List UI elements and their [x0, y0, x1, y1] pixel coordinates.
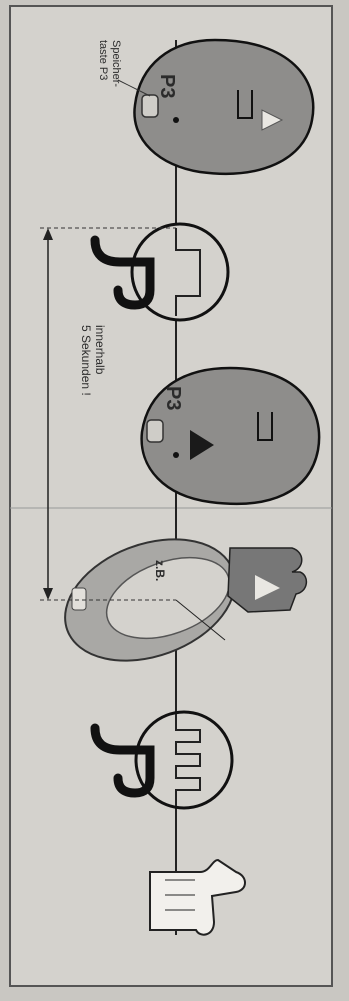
remote-key-p3-icon [134, 40, 313, 174]
button-p3-label-second: P3 [161, 386, 184, 410]
time-window-label: innerhalb 5 Sekunden ! [78, 325, 106, 396]
example-label: z.B. [152, 560, 166, 581]
button-p3-label-first: P3 [155, 74, 178, 98]
storage-key-label: Speicher- taste P3 [97, 40, 122, 87]
